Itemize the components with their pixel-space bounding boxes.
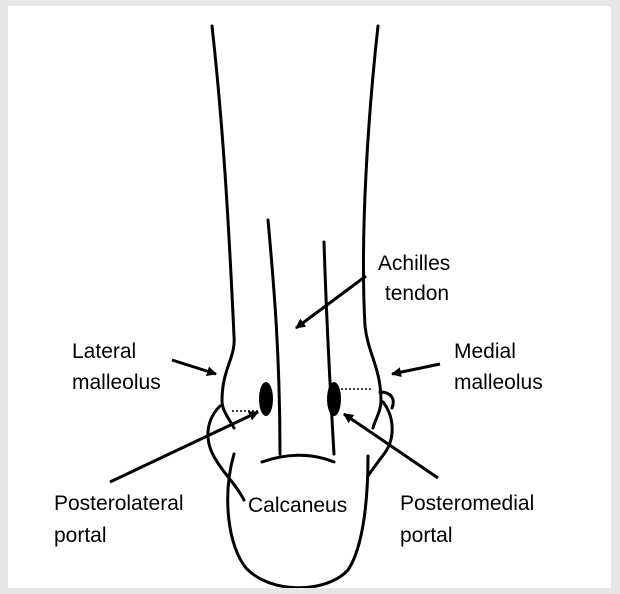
medial-malleolus-arrow <box>392 364 440 374</box>
ankle-diagram: Achilles tendon Lateral malleolus Medial… <box>8 6 611 588</box>
lateral-leg-outline <box>212 26 234 428</box>
achilles-tendon-right-edge <box>324 242 334 454</box>
lateral-malleolus-label: Lateral malleolus <box>72 340 161 394</box>
calcaneus-label: Calcaneus <box>248 494 347 517</box>
lateral-malleolus-arrow <box>172 360 216 374</box>
medial-leg-outline <box>363 26 381 428</box>
posterolateral-portal-label: Posterolateral portal <box>54 492 189 547</box>
calcaneus-outline <box>228 454 368 588</box>
posterolateral-arrow <box>110 412 258 482</box>
achilles-tendon-bottom <box>262 455 334 462</box>
posteromedial-portal-label: Posteromedial portal <box>400 492 540 547</box>
posterolateral-portal-mark <box>259 382 273 416</box>
achilles-tendon-left-edge <box>268 220 280 454</box>
achilles-arrow <box>296 276 366 328</box>
medial-malleolus-label: Medial malleolus <box>454 340 543 394</box>
posteromedial-portal-mark <box>327 382 341 416</box>
achilles-tendon-label: Achilles tendon <box>378 252 456 305</box>
diagram-panel: Achilles tendon Lateral malleolus Medial… <box>8 6 611 588</box>
